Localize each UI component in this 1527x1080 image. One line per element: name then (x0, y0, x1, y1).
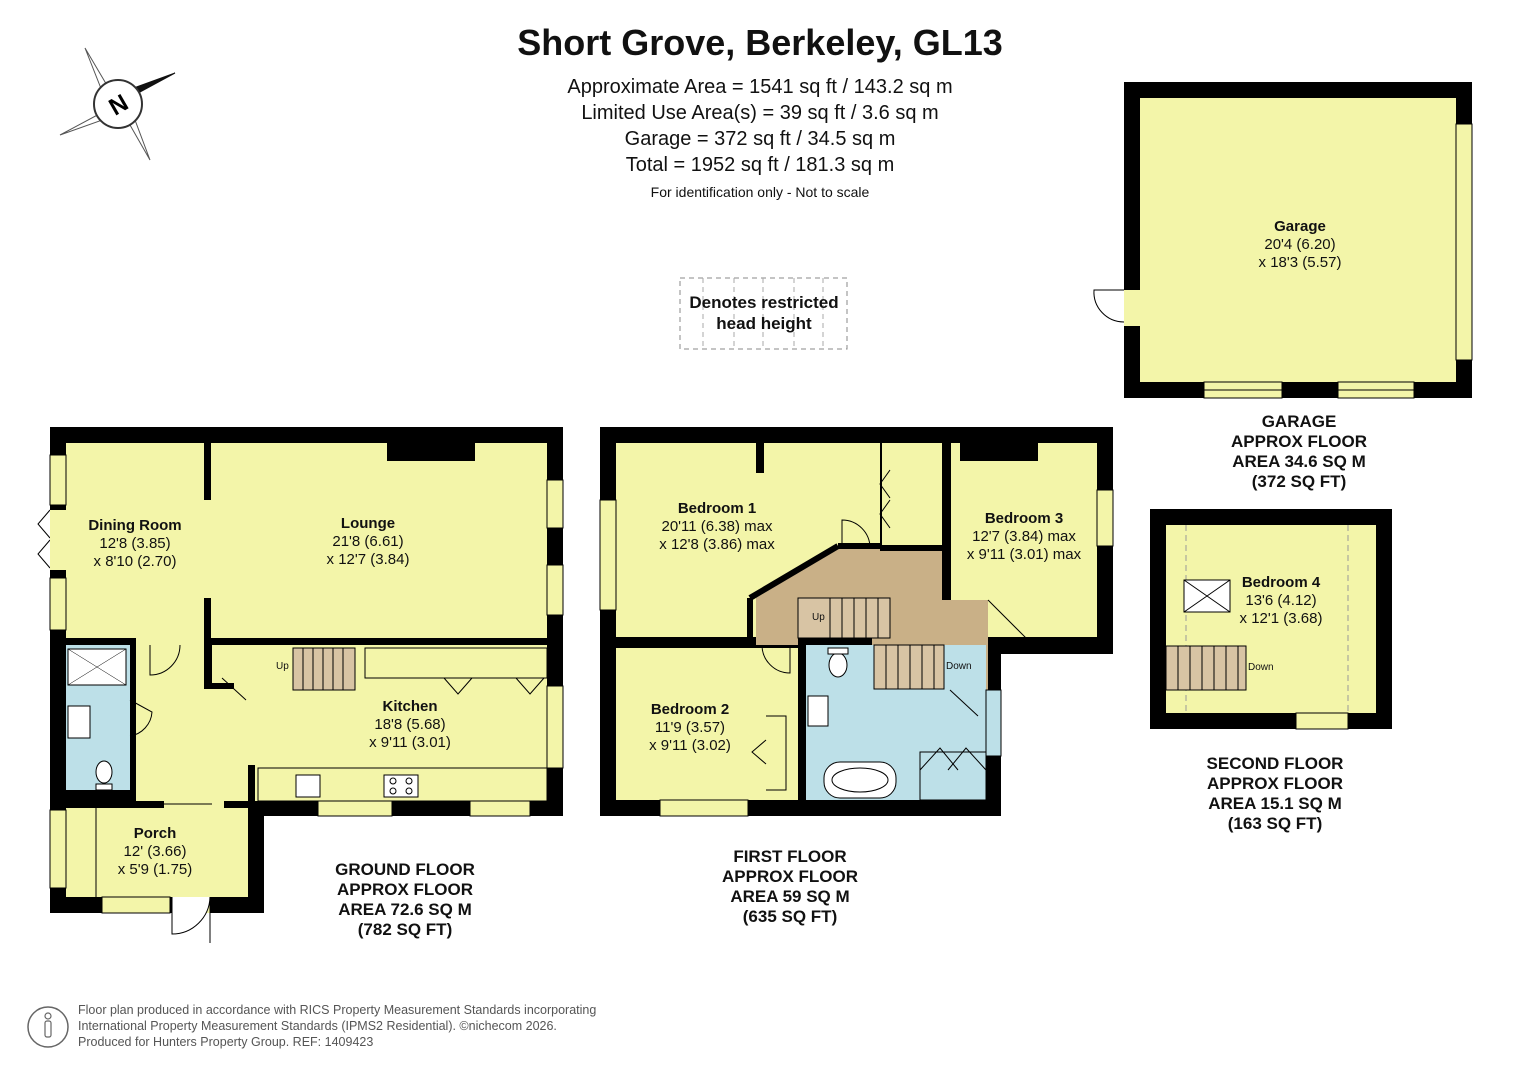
identification-note: For identification only - Not to scale (650, 184, 870, 200)
room-label-kitchen: Kitchen 18'8 (5.68) x 9'11 (3.01) (330, 698, 490, 752)
floor-label-first: FIRST FLOOR APPROX FLOOR AREA 59 SQ M (6… (685, 847, 895, 927)
floor-label-line: AREA 34.6 SQ M (1232, 452, 1366, 471)
room-name: Garage (1274, 218, 1326, 235)
floor-label-line: APPROX FLOOR (1230, 432, 1367, 451)
room-name: Bedroom 3 (984, 510, 1064, 527)
floor-label-line: (782 SQ FT) (357, 920, 453, 939)
floor-label-line: APPROX FLOOR (1206, 774, 1343, 793)
ground-floor-plan (37, 427, 564, 943)
floor-label-ground: GROUND FLOOR APPROX FLOOR AREA 72.6 SQ M… (300, 860, 510, 940)
room-dim: 18'8 (5.68) (374, 716, 446, 733)
floor-label-line: AREA 15.1 SQ M (1208, 794, 1342, 813)
stairs-up-label: Up (812, 612, 825, 623)
stairs-down-label: Down (1248, 662, 1274, 673)
stairs-up-label: Up (276, 661, 289, 672)
room-dim: 13'6 (4.12) (1245, 592, 1317, 609)
room-dim: 12'7 (3.84) max (972, 528, 1076, 545)
room-dim: 21'8 (6.61) (332, 533, 404, 550)
total-area: Total = 1952 sq ft / 181.3 sq m (625, 154, 895, 176)
room-name: Porch (133, 825, 177, 842)
room-name: Kitchen (382, 698, 438, 715)
room-label-lounge: Lounge 21'8 (6.61) x 12'7 (3.84) (288, 515, 448, 569)
room-name: Bedroom 1 (677, 500, 757, 517)
room-label-porch: Porch 12' (3.66) x 5'9 (1.75) (90, 825, 220, 879)
floor-label-line: (372 SQ FT) (1251, 472, 1347, 491)
page-title: Short Grove, Berkeley, GL13 (517, 22, 1003, 63)
compass-icon: N (59, 47, 176, 161)
room-dim: x 5'9 (1.75) (117, 861, 193, 878)
restricted-height-label: Denotes restricted head height (680, 292, 848, 334)
floor-label-garage: GARAGE APPROX FLOOR AREA 34.6 SQ M (372 … (1194, 412, 1404, 492)
room-dim: 20'4 (6.20) (1264, 236, 1336, 253)
room-label-bedroom-3: Bedroom 3 12'7 (3.84) max x 9'11 (3.01) … (952, 510, 1096, 564)
restricted-line-1: Denotes restricted (689, 293, 839, 312)
footer-line: Produced for Hunters Property Group. REF… (78, 1035, 374, 1049)
room-name: Lounge (340, 515, 396, 532)
floor-label-line: AREA 59 SQ M (730, 887, 850, 906)
first-floor-plan (599, 427, 1114, 817)
room-name: Bedroom 2 (650, 701, 730, 718)
room-label-dining: Dining Room 12'8 (3.85) x 8'10 (2.70) (60, 517, 210, 571)
floor-label-line: FIRST FLOOR (733, 847, 847, 866)
room-dim: 12'8 (3.85) (99, 535, 171, 552)
room-dim: 11'9 (3.57) (654, 719, 726, 736)
room-label-bedroom-2: Bedroom 2 11'9 (3.57) x 9'11 (3.02) (615, 701, 765, 755)
room-dim: x 12'1 (3.68) (1239, 610, 1323, 627)
room-label-garage: Garage 20'4 (6.20) x 18'3 (5.57) (1220, 218, 1380, 272)
rics-logo-icon (27, 1006, 69, 1048)
floor-label-line: AREA 72.6 SQ M (338, 900, 472, 919)
room-dim: x 8'10 (2.70) (93, 553, 177, 570)
room-dim: 20'11 (6.38) max (661, 518, 773, 535)
room-name: Dining Room (88, 517, 182, 534)
restricted-line-2: head height (716, 314, 812, 333)
floor-label-line: (635 SQ FT) (742, 907, 838, 926)
room-dim: x 9'11 (3.01) (369, 734, 451, 751)
limited-use-area: Limited Use Area(s) = 39 sq ft / 3.6 sq … (581, 102, 939, 124)
garage-area: Garage = 372 sq ft / 34.5 sq m (624, 128, 896, 150)
footer-line: International Property Measurement Stand… (78, 1019, 557, 1033)
room-label-bedroom-4: Bedroom 4 13'6 (4.12) x 12'1 (3.68) (1216, 574, 1346, 628)
second-floor-plan (1150, 509, 1392, 730)
room-dim: x 9'11 (3.02) (649, 737, 731, 754)
footer-line: Floor plan produced in accordance with R… (78, 1003, 597, 1017)
floor-label-line: APPROX FLOOR (336, 880, 473, 899)
restricted-height-legend-box (679, 277, 848, 350)
floor-label-line: (163 SQ FT) (1227, 814, 1323, 833)
room-label-bedroom-1: Bedroom 1 20'11 (6.38) max x 12'8 (3.86)… (637, 500, 797, 554)
floor-label-line: GROUND FLOOR (335, 860, 475, 879)
floor-label-line: APPROX FLOOR (721, 867, 858, 886)
footer-disclaimer: Floor plan produced in accordance with R… (78, 1002, 596, 1050)
floor-label-line: SECOND FLOOR (1206, 754, 1344, 773)
room-dim: x 12'8 (3.86) max (659, 536, 775, 553)
floor-label-second: SECOND FLOOR APPROX FLOOR AREA 15.1 SQ M… (1170, 754, 1380, 834)
room-dim: 12' (3.66) (123, 843, 187, 860)
stairs-down-label: Down (946, 661, 972, 672)
room-dim: x 18'3 (5.57) (1258, 254, 1342, 271)
approximate-area: Approximate Area = 1541 sq ft / 143.2 sq… (567, 76, 953, 98)
garage-plan (1093, 82, 1473, 399)
room-dim: x 12'7 (3.84) (326, 551, 410, 568)
room-name: Bedroom 4 (1241, 574, 1321, 591)
floor-label-line: GARAGE (1261, 412, 1337, 431)
room-dim: x 9'11 (3.01) max (966, 546, 1082, 563)
